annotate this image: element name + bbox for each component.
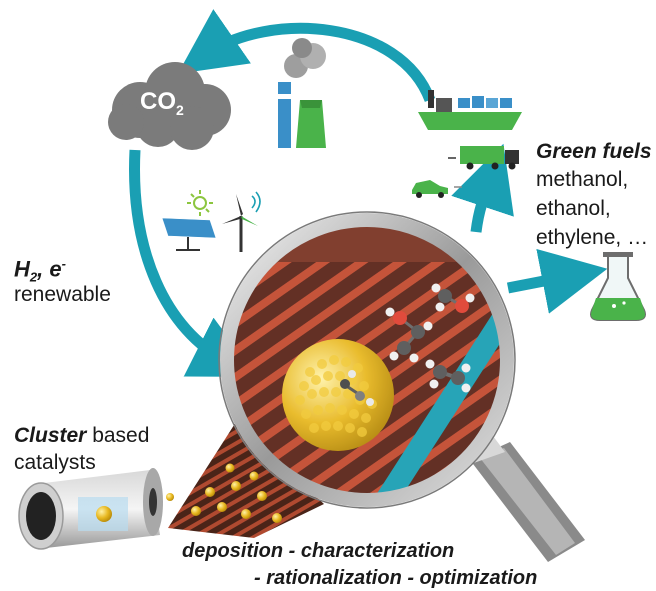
- molecule-methanol: [431, 283, 475, 313]
- cycle-arrow-top: [177, 9, 436, 103]
- substrate-with-clusters: [168, 422, 324, 538]
- molecule-ethylene: [425, 359, 471, 393]
- flask-icon: [590, 252, 646, 321]
- truck-icon: [448, 146, 519, 170]
- hydrogen-subscript: 2: [29, 269, 38, 285]
- workflow-line-2: - rationalization - optimization: [254, 567, 538, 589]
- cluster-emphasis: Cluster: [14, 424, 87, 447]
- co2-subscript: 2: [176, 101, 184, 118]
- renewable-label: renewable: [14, 283, 111, 306]
- reagent-separator: ,: [37, 256, 50, 282]
- magnifier-lens: [218, 211, 516, 509]
- solar-panel-icon: [161, 190, 217, 251]
- car-icon: [412, 180, 462, 198]
- fuel-ethanol: ethanol,: [536, 197, 611, 220]
- electron-text: e: [49, 256, 62, 282]
- co2-cloud: [108, 62, 231, 150]
- molecule-ethanol: [385, 307, 433, 363]
- electron-charge: -: [61, 256, 66, 271]
- fuel-methanol: methanol,: [536, 168, 629, 191]
- reagent-label: H2, e-: [14, 256, 66, 285]
- cycle-arrow-left: [129, 149, 258, 377]
- cluster-source-icon: [18, 468, 174, 550]
- co2-text: CO: [140, 88, 176, 115]
- arrow-to-fuels: [451, 143, 514, 233]
- wind-turbine-icon: [222, 191, 261, 252]
- fuel-ethylene: ethylene, …: [536, 226, 649, 249]
- cluster-catalysts-label: Cluster based: [14, 424, 149, 448]
- ship-icon: [418, 90, 522, 130]
- catalysts-label: catalysts: [14, 451, 96, 474]
- workflow-line-1: deposition - characterization: [182, 540, 455, 562]
- co2-cloud-label: CO2: [140, 88, 184, 118]
- power-plant-icon: [278, 38, 326, 148]
- arrow-to-flask: [506, 248, 608, 314]
- green-fuels-heading: Green fuels: [536, 140, 652, 163]
- cluster-rest: based: [86, 424, 150, 447]
- hydrogen-text: H: [14, 256, 30, 282]
